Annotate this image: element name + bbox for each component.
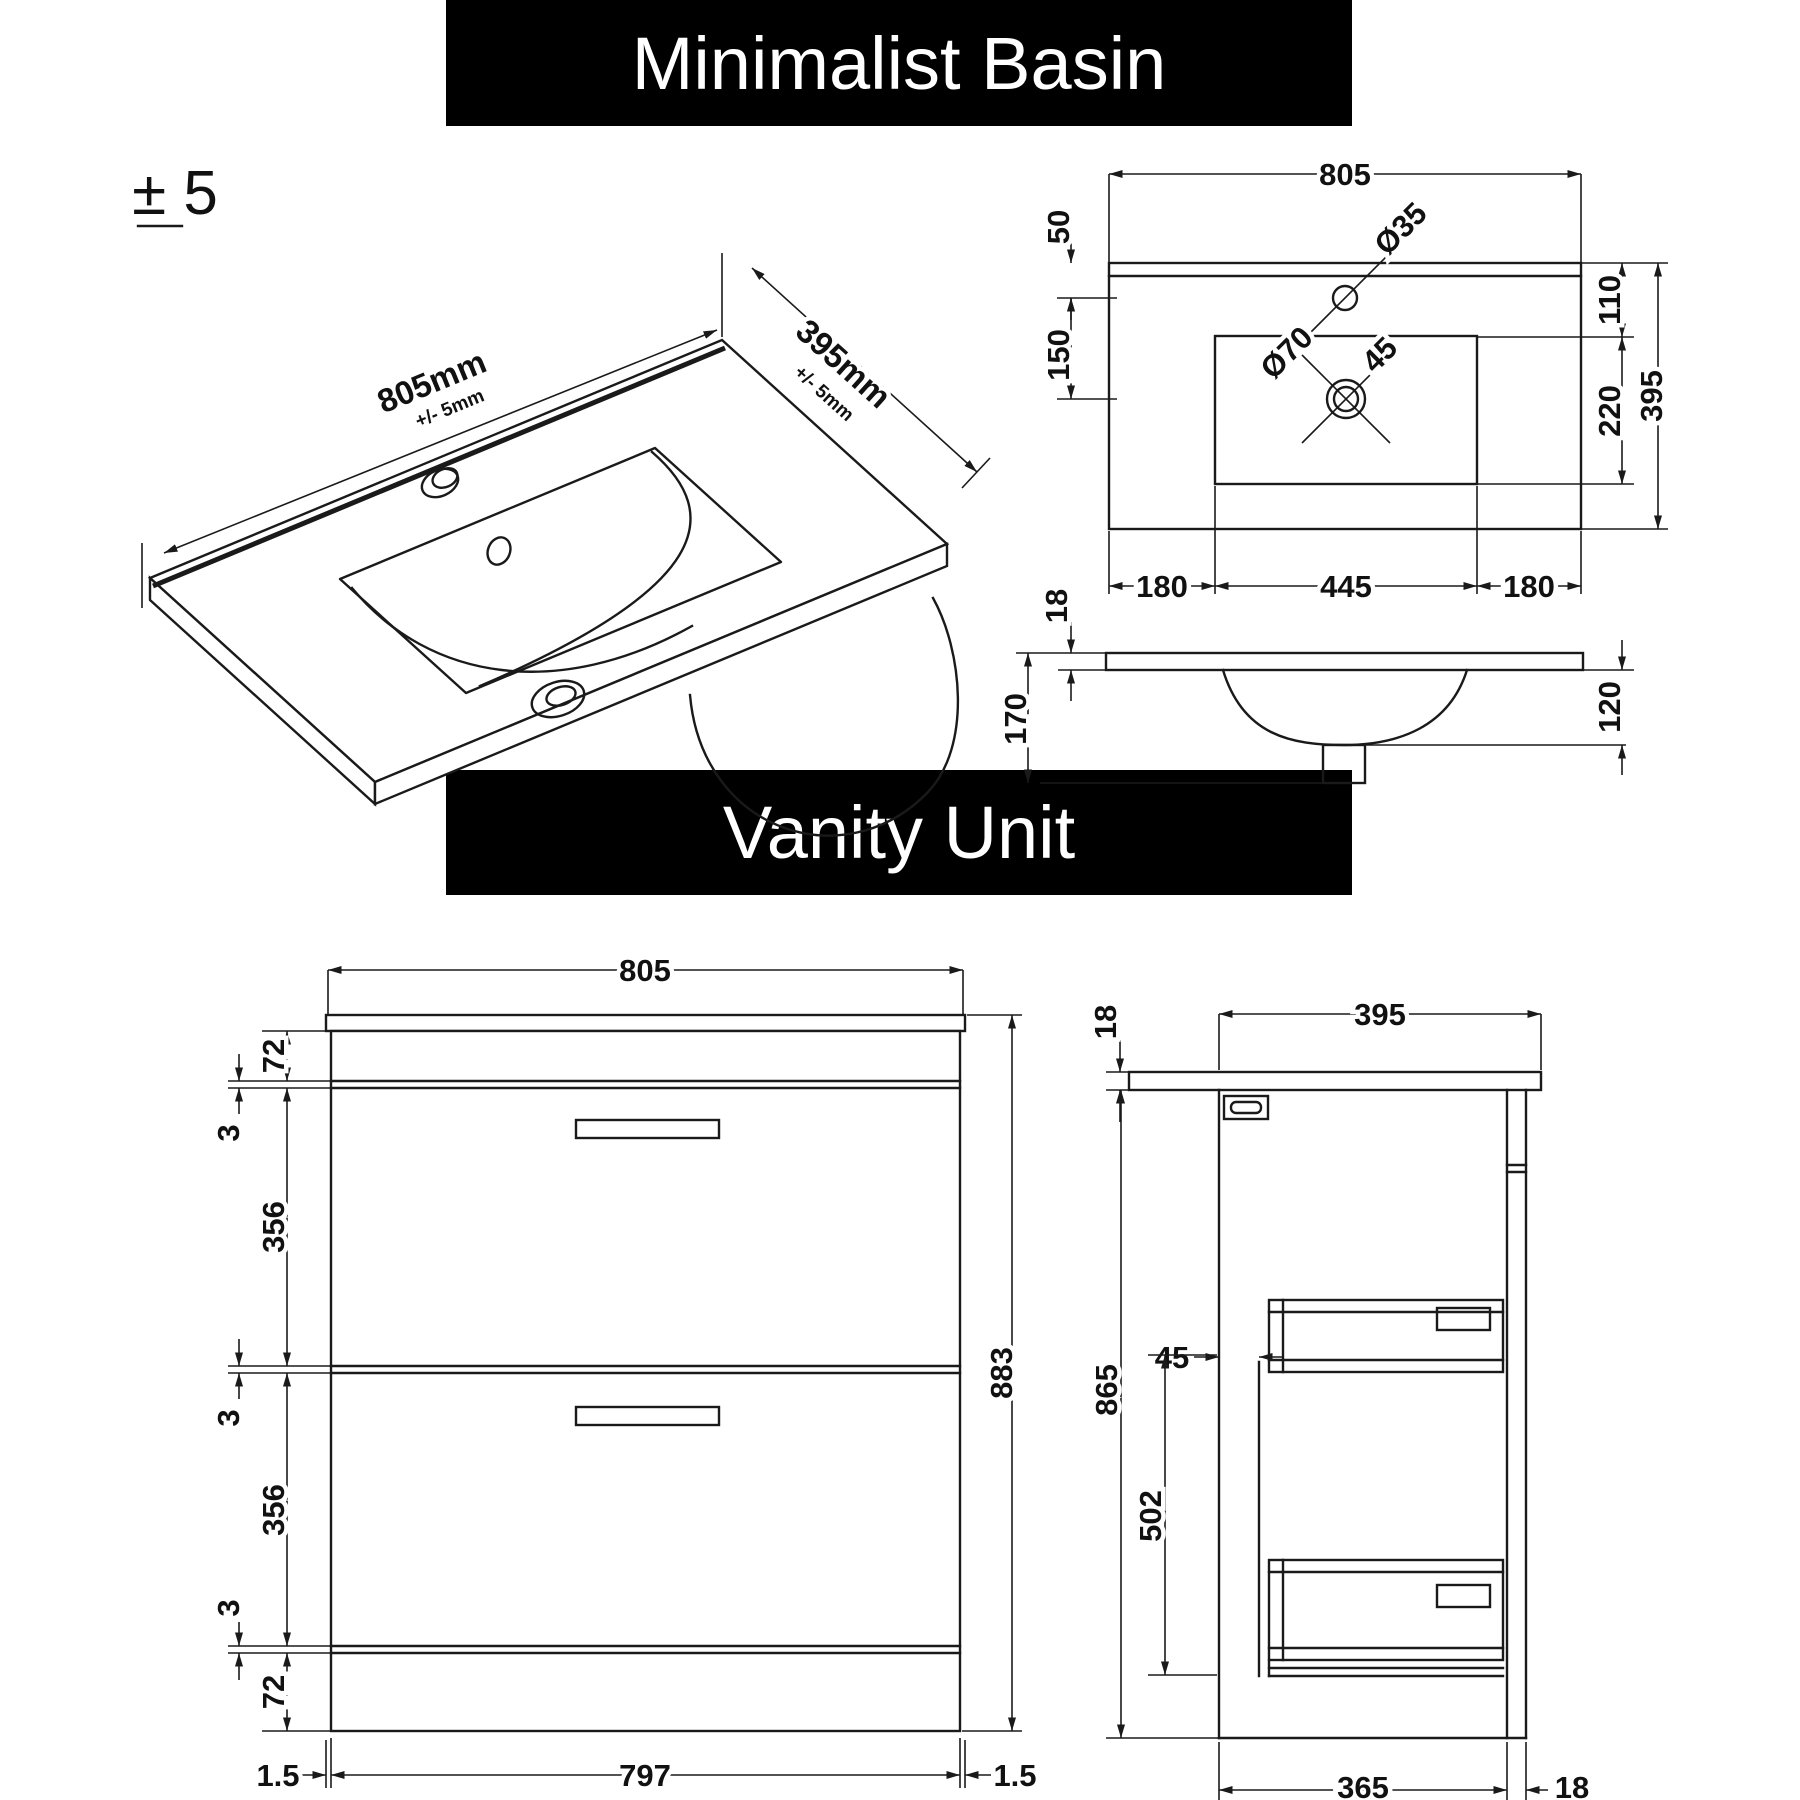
vanity-top-side <box>1127 1070 1543 1092</box>
dim-395-plan-label: 395 <box>1634 370 1669 422</box>
basin-title-banner: Minimalist Basin <box>446 0 1352 126</box>
dim-1p5-left-label: 1.5 <box>256 1758 299 1793</box>
dim-356-lower-label: 356 <box>256 1484 291 1536</box>
dim-18-section-label: 18 <box>1039 589 1074 623</box>
dim-502-side: 502 <box>1129 1354 1217 1676</box>
dim-220-label: 220 <box>1592 385 1627 437</box>
drawer2-handle <box>574 1405 721 1427</box>
dim-797-label: 797 <box>619 1758 671 1793</box>
dim-18-back-label: 18 <box>1555 1770 1589 1800</box>
dim-110-label: 110 <box>1592 275 1627 325</box>
dim-120-label: 120 <box>1592 681 1627 733</box>
dim-445-label: 445 <box>1320 569 1372 604</box>
drawer2-runner <box>1435 1583 1492 1609</box>
dims-side-bottom: 365 18 <box>1218 1742 1594 1800</box>
dim-356-upper-label: 356 <box>256 1201 291 1253</box>
dim-45-label: 45 <box>1155 1340 1189 1375</box>
dim-395-side: 395 <box>1218 993 1542 1070</box>
dim-395-side-label: 395 <box>1354 997 1406 1032</box>
dims-plan-right: 110 220 395 <box>1477 262 1674 530</box>
dim-805-front: 805 <box>327 949 964 1014</box>
drawer-box-1-section <box>1267 1298 1505 1374</box>
dim-180-right-label: 180 <box>1503 569 1555 604</box>
under-bowl <box>688 596 960 837</box>
tap-hole-plan <box>1308 251 1392 335</box>
dim-50-label: 50 <box>1041 210 1076 244</box>
vanity-top-front <box>324 1013 967 1033</box>
fixing-bracket-slot <box>1229 1100 1263 1115</box>
bowl-outline-plan <box>1213 334 1479 486</box>
dim-18-section: 18 <box>1016 584 1106 701</box>
tolerance-text: ± 5 <box>132 159 218 228</box>
waste-hole-3d <box>530 679 586 719</box>
vanity-title-banner: Vanity Unit <box>446 770 1352 895</box>
basin-outline-plan <box>1107 261 1583 531</box>
dim-365-label: 365 <box>1337 1770 1389 1800</box>
drawer1-handle <box>574 1118 721 1140</box>
dim-883-label: 883 <box>984 1347 1019 1399</box>
bowl-section-curve <box>1221 668 1469 747</box>
vanity-title: Vanity Unit <box>722 791 1076 874</box>
dim-50-plan: 50 <box>1037 205 1117 320</box>
dim-180-left-label: 180 <box>1136 569 1188 604</box>
dim-3-gap3-label: 3 <box>211 1599 246 1616</box>
dim-805-plan: 805 <box>1108 153 1582 262</box>
dim-1p5-right-label: 1.5 <box>993 1758 1036 1793</box>
waste-hole-plan <box>1301 354 1391 444</box>
basin-section-view: 18 170 120 <box>994 584 1634 785</box>
dim-18-side-top-label: 18 <box>1088 1005 1123 1039</box>
vanity-side-view: 18 395 <box>1084 993 1594 1800</box>
dim-805-plan-label: 805 <box>1319 157 1371 192</box>
tolerance-note: ± 5 <box>132 159 218 228</box>
dim-72-bottom-label: 72 <box>256 1675 291 1709</box>
dim-170-label: 170 <box>998 693 1033 745</box>
dim-865-label: 865 <box>1089 1364 1124 1416</box>
dims-plan-bottom: 180 445 180 <box>1108 486 1582 609</box>
dims-front-left: 72 356 356 72 3 3 3 <box>207 1030 331 1732</box>
dim-883-front: 883 <box>962 1014 1024 1732</box>
dim-72-top-label: 72 <box>256 1039 291 1073</box>
dim-3-gap2-label: 3 <box>211 1409 246 1426</box>
dim-170-section: 170 <box>994 653 1038 783</box>
basin-slab-section <box>1104 651 1585 672</box>
basin-title: Minimalist Basin <box>631 21 1167 105</box>
dims-front-bottom: 797 1.5 1.5 <box>252 1738 1041 1798</box>
dim-150-label: 150 <box>1041 329 1076 381</box>
drawer1-runner <box>1435 1306 1492 1332</box>
basin-3d-view: 805mm +/- 5mm 395mm +/- 5mm <box>141 253 991 837</box>
vanity-carcass-front <box>329 1029 962 1733</box>
fixing-bracket <box>1222 1094 1270 1121</box>
dim-865-side: 865 <box>1085 1090 1219 1739</box>
basin-plan-view: Ø35 Ø70 45 805 50 150 <box>1037 153 1674 609</box>
tap-hole-diameter-label: Ø35 <box>1367 195 1433 261</box>
dim-120-section: 120 <box>1583 640 1634 775</box>
vanity-front-view: 805 883 <box>207 949 1042 1798</box>
dim-18-side-top: 18 <box>1084 1000 1129 1122</box>
waste-section <box>1321 743 1367 785</box>
bowl-bottom-curve <box>350 586 694 673</box>
dim-502-label: 502 <box>1133 1490 1168 1542</box>
dim-45-side: 45 <box>1150 1336 1284 1380</box>
dim-150-plan: 150 <box>1037 298 1117 400</box>
drawer-box-2-section <box>1267 1558 1505 1662</box>
basin-front-edge-face <box>373 542 949 806</box>
dim-805-front-label: 805 <box>619 953 671 988</box>
dim-3-gap1-label: 3 <box>211 1124 246 1141</box>
